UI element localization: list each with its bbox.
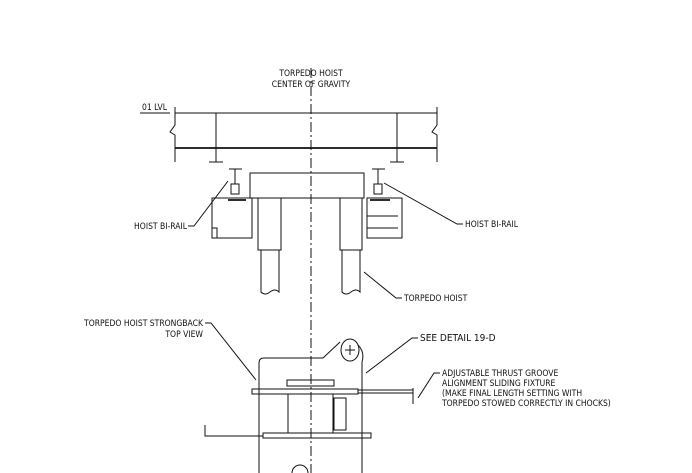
- cg-label-line1: TORPEDO HOIST: [278, 69, 343, 79]
- strongback-side: [249, 172, 365, 199]
- fixture-label-line2: ALIGNMENT SLIDING FIXTURE: [442, 379, 556, 389]
- leader-lines: [188, 180, 463, 399]
- torpedo-hoist-label: TORPEDO HOIST: [403, 294, 468, 304]
- fixture-label-line1: ADJUSTABLE THRUST GROOVE: [442, 369, 558, 379]
- strongback-label-line1: TORPEDO HOIST STRONGBACK: [83, 319, 204, 329]
- fixture-label-line3: (MAKE FINAL LENGTH SETTING WITH: [442, 389, 582, 399]
- torpedo-hoist: [257, 197, 363, 295]
- strongback-top-view: [204, 338, 414, 473]
- see-detail-label: SEE DETAIL 19-D: [420, 333, 496, 344]
- hoist-bi-rail: [211, 168, 403, 239]
- birail-left-label: HOIST BI-RAIL: [134, 222, 188, 232]
- cg-label-line2: CENTER OF GRAVITY: [272, 80, 351, 90]
- strongback-label-line2: TOP VIEW: [164, 330, 203, 340]
- deck-structure: [140, 107, 438, 163]
- level-label: 01 LVL: [142, 103, 168, 113]
- fixture-label-line4: TORPEDO STOWED CORRECTLY IN CHOCKS): [441, 399, 611, 409]
- birail-right-label: HOIST BI-RAIL: [465, 220, 519, 230]
